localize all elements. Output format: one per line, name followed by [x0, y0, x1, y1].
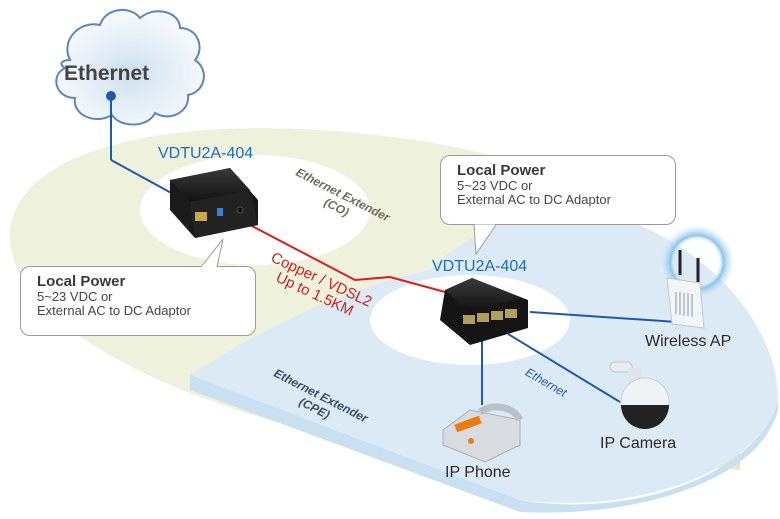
callout-line-2: External AC to DC Adaptor — [37, 303, 191, 318]
cloud-connection-dot — [106, 91, 116, 101]
cpe-device-icon — [440, 278, 528, 345]
callout-line-2: External AC to DC Adaptor — [457, 192, 611, 207]
ip-camera-label: IP Camera — [600, 435, 677, 452]
co-model-label: VDTU2A-404 — [158, 145, 254, 162]
callout-title: Local Power — [37, 273, 126, 290]
ethernet-link-ap — [529, 311, 678, 323]
ip-camera-icon — [609, 361, 670, 429]
copper-vdsl2-link — [249, 224, 446, 293]
cpe-callout-pointer — [473, 224, 497, 256]
co-power-callout: Local Power 5~23 VDC or External AC to D… — [20, 266, 256, 336]
callout-title: Local Power — [457, 162, 546, 179]
callout-line-1: 5~23 VDC or — [37, 289, 113, 304]
ethernet-link-camera — [507, 333, 621, 403]
co-callout-pointer — [200, 238, 224, 268]
co-device-icon — [170, 168, 258, 238]
wireless-ap-icon — [659, 224, 735, 329]
cpe-model-label: VDTU2A-404 — [432, 258, 528, 275]
cloud-label: Ethernet — [64, 62, 150, 85]
callout-line-1: 5~23 VDC or — [457, 178, 533, 193]
ip-phone-icon — [442, 403, 524, 463]
cpe-power-callout: Local Power 5~23 VDC or External AC to D… — [440, 155, 676, 225]
wireless-ap-label: Wireless AP — [645, 333, 732, 350]
ip-phone-label: IP Phone — [445, 464, 511, 481]
ethernet-cloud-icon — [55, 9, 205, 126]
